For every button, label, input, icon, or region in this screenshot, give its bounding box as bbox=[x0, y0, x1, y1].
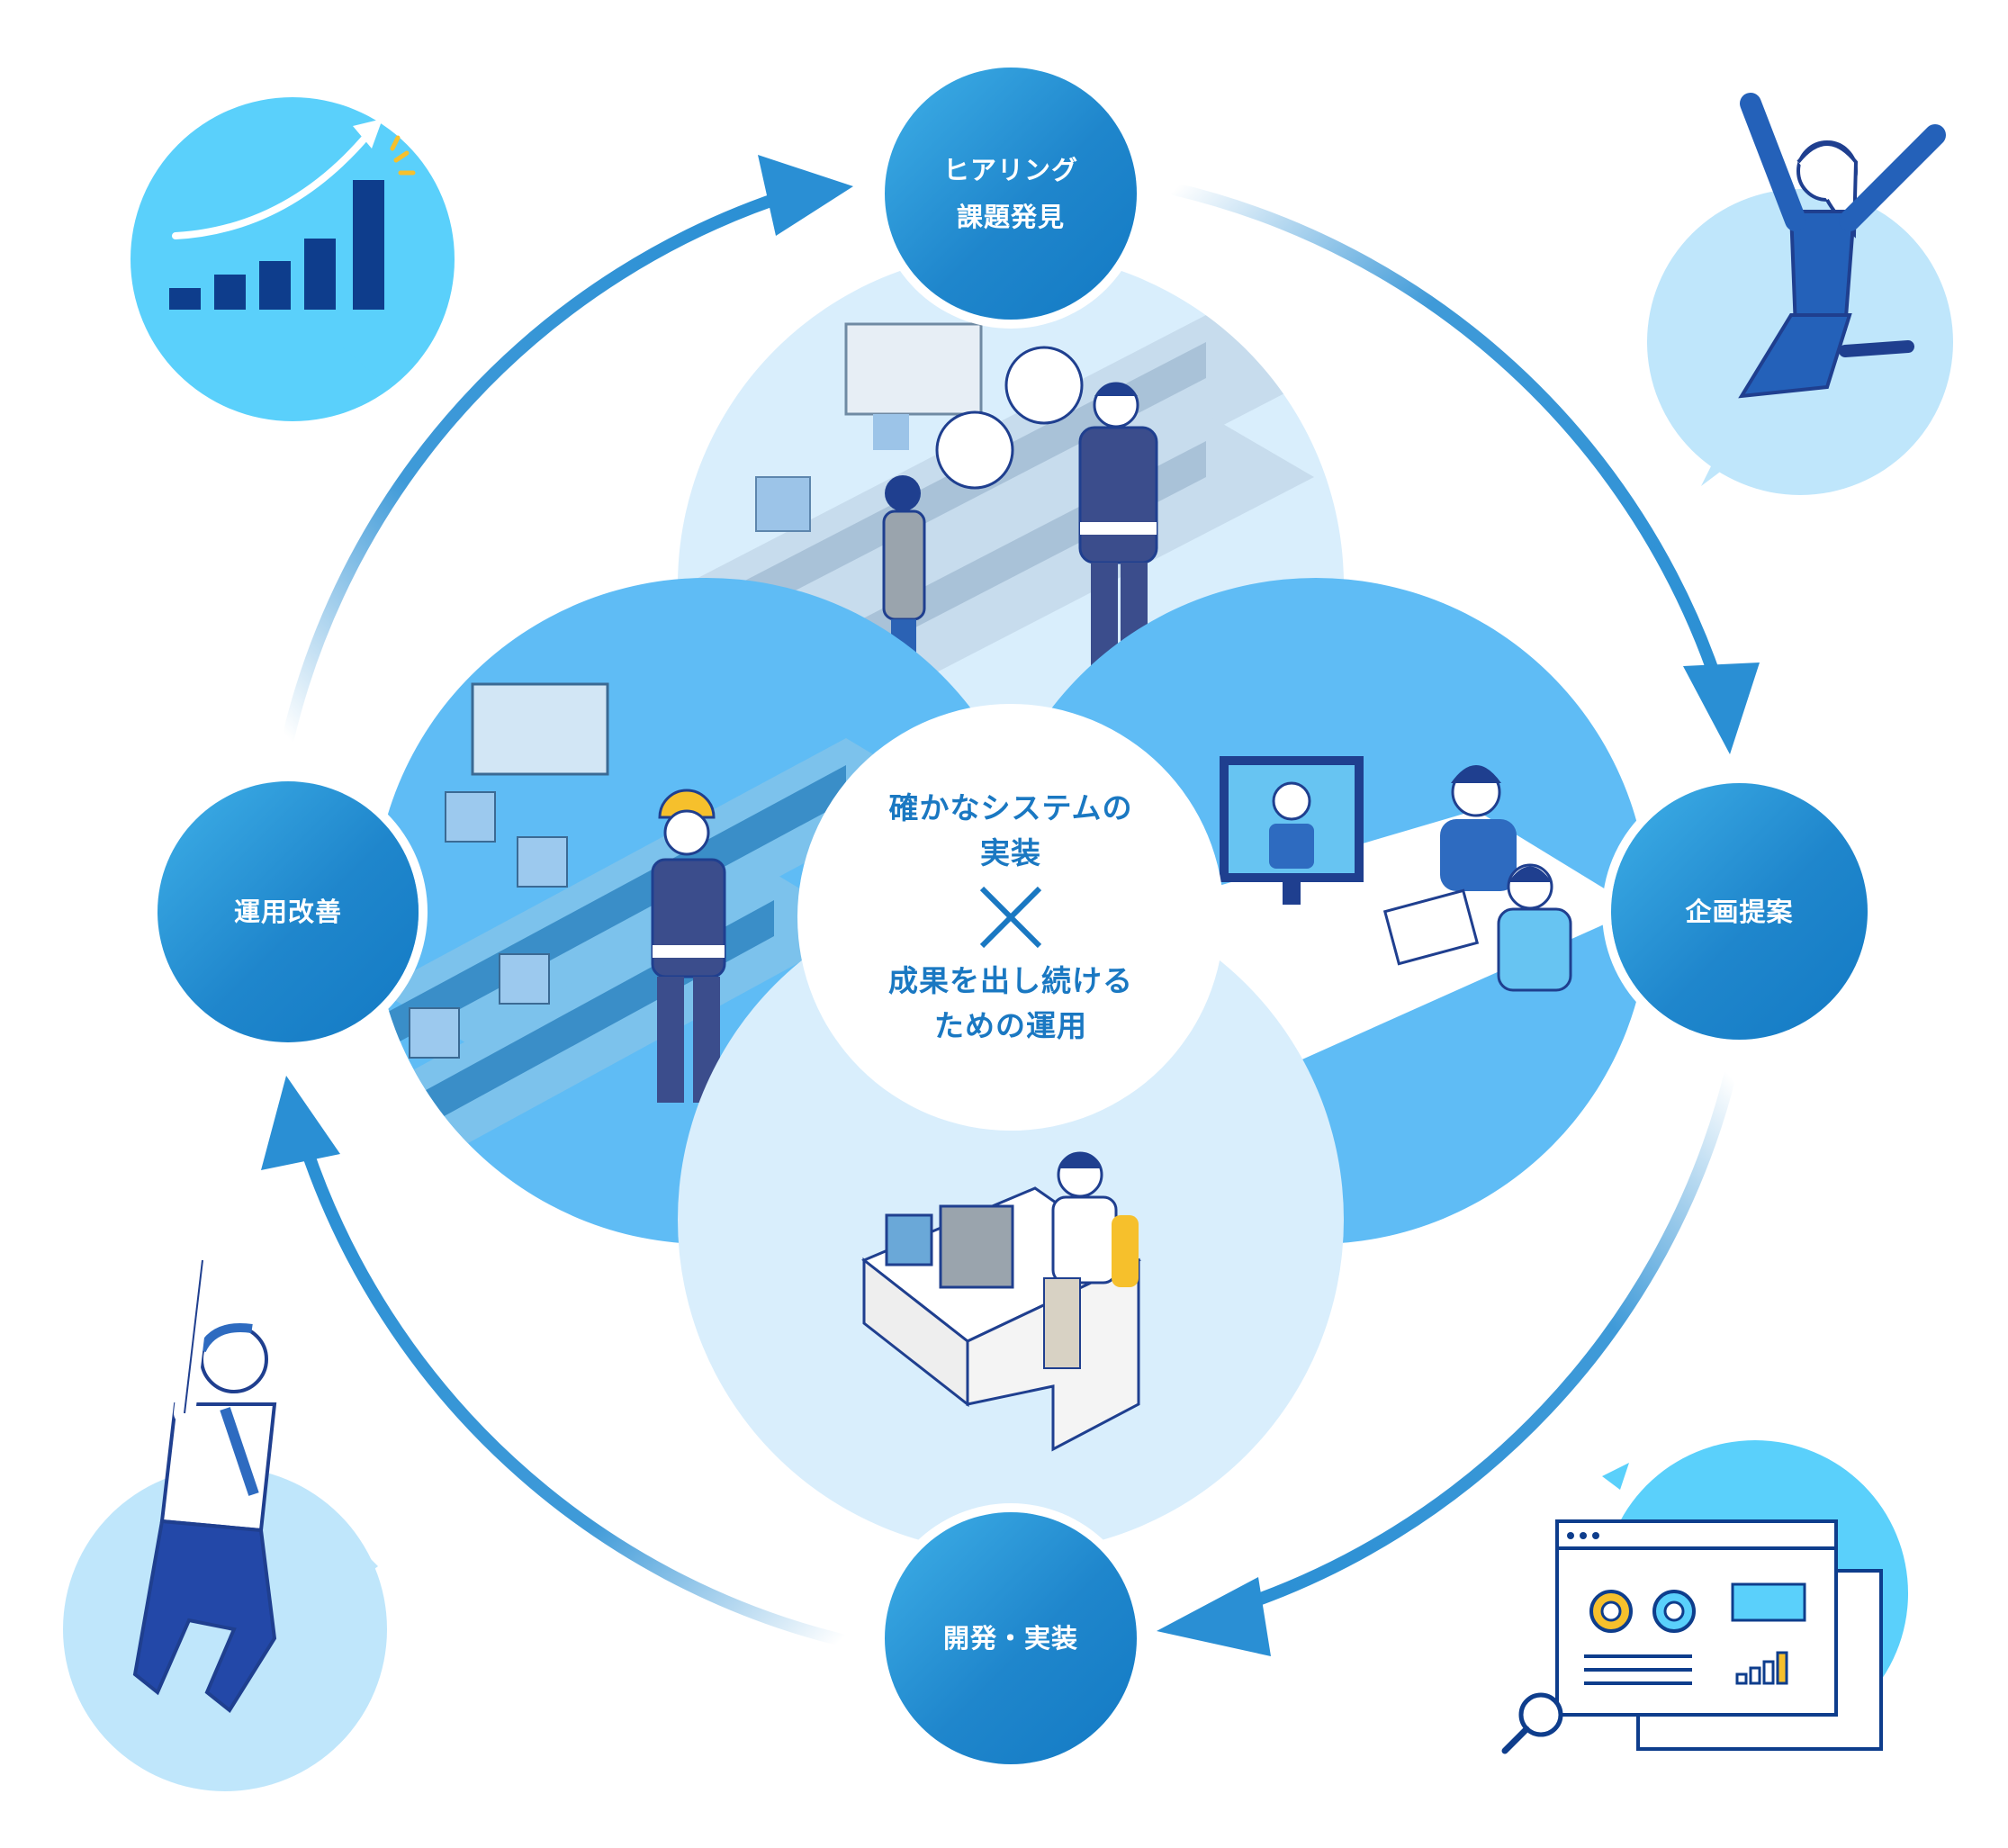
center-line3: 成果を出し続ける bbox=[888, 963, 1133, 998]
arrow-head-bottom-right bbox=[1157, 1577, 1271, 1656]
cycle-arrow-bottom-left bbox=[300, 1141, 848, 1646]
jumping-woman-illustration bbox=[1647, 93, 1953, 495]
cross-icon bbox=[979, 886, 1042, 949]
node-hearing-line2: 課題発見 bbox=[956, 202, 1065, 232]
cycle-arrow-top-left bbox=[282, 187, 798, 744]
growth-chart-icon bbox=[131, 97, 455, 421]
magnifier-icon bbox=[1501, 1692, 1563, 1754]
node-operation: 運用改善 bbox=[158, 781, 419, 1042]
jumping-man-illustration bbox=[63, 1249, 387, 1791]
center-message: 確かなシステムの 実装 成果を出し続ける ための運用 bbox=[797, 704, 1224, 1131]
petal-right bbox=[983, 578, 1649, 1244]
cycle-arrow-bottom-right bbox=[1218, 1069, 1736, 1618]
node-operation-label: 運用改善 bbox=[233, 897, 342, 927]
petal-bottom bbox=[678, 887, 1344, 1553]
dashboard-icon bbox=[1555, 1440, 1908, 1751]
arrow-head-bottom-left bbox=[261, 1076, 340, 1170]
node-development-label: 開発・実装 bbox=[942, 1623, 1078, 1654]
center-line1: 確かなシステムの bbox=[888, 790, 1133, 825]
node-proposal: 企画提案 bbox=[1611, 783, 1868, 1040]
arrow-head-top-left bbox=[758, 155, 853, 236]
node-development: 開発・実装 bbox=[885, 1512, 1137, 1764]
center-line2: 実装 bbox=[980, 835, 1041, 870]
node-hearing: ヒアリング 課題発見 bbox=[885, 68, 1137, 320]
cycle-arrow-top-right bbox=[1168, 183, 1725, 695]
arrow-head-top-right bbox=[1683, 663, 1760, 754]
node-hearing-line1: ヒアリング bbox=[942, 155, 1078, 185]
node-proposal-label: 企画提案 bbox=[1685, 896, 1794, 927]
center-line4: ための運用 bbox=[934, 1008, 1087, 1043]
